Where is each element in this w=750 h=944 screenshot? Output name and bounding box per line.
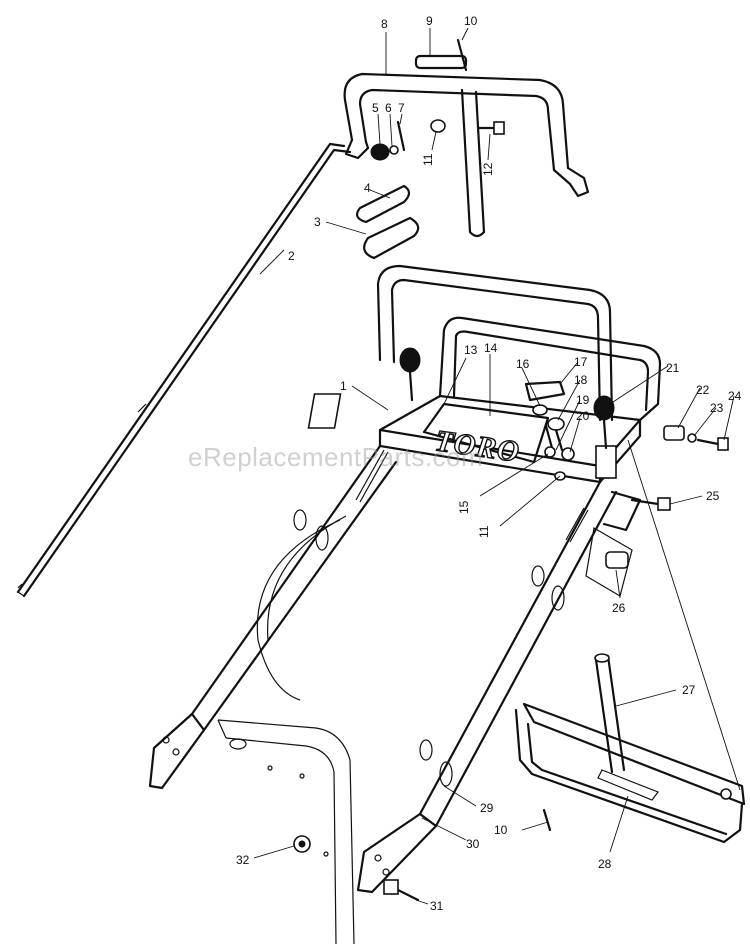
callout-13: 13 <box>464 343 478 357</box>
mower-deck <box>217 719 355 944</box>
bail-bar <box>514 653 746 844</box>
callout-29: 29 <box>480 801 494 815</box>
callout-4: 4 <box>364 181 371 195</box>
control-rod <box>16 142 352 598</box>
callout-25: 25 <box>706 489 720 503</box>
control-panel <box>307 264 662 484</box>
callout-5: 5 <box>372 101 379 115</box>
callout-3: 3 <box>314 215 321 229</box>
callout-11-lower: 11 <box>477 525 491 538</box>
watermark: eReplacementParts.com <box>188 442 484 472</box>
callout-17: 17 <box>574 355 588 369</box>
callout-22: 22 <box>696 383 710 397</box>
callout-8: 8 <box>381 17 388 31</box>
callout-26: 26 <box>612 601 626 615</box>
cotter-pin-bottom <box>542 808 552 832</box>
callout-30: 30 <box>466 837 480 851</box>
spacer-26 <box>605 551 629 569</box>
callout-19: 19 <box>576 393 590 407</box>
panel-linkage <box>524 380 575 481</box>
leader-lines <box>253 27 735 905</box>
callout-12: 12 <box>481 162 495 176</box>
lower-handle <box>148 444 642 894</box>
callout-11-top: 11 <box>421 153 435 166</box>
callout-18: 18 <box>574 373 588 387</box>
callout-21: 21 <box>666 361 680 375</box>
cable-clips <box>356 184 420 260</box>
callout-23: 23 <box>710 401 724 415</box>
side-hardware <box>630 425 729 511</box>
callout-10-bottom: 10 <box>494 823 508 837</box>
callout-24: 24 <box>728 389 742 403</box>
callout-32: 32 <box>236 853 250 867</box>
knob-hardware <box>370 120 406 161</box>
callout-14: 14 <box>484 341 498 355</box>
callout-20: 20 <box>576 409 590 423</box>
callout-6: 6 <box>385 101 392 115</box>
bolt-31 <box>383 879 420 902</box>
callout-27: 27 <box>682 683 696 697</box>
callout-31: 31 <box>430 899 444 913</box>
upper-handle <box>343 72 590 238</box>
handle-pin <box>414 54 468 70</box>
knob-32 <box>293 835 311 853</box>
cotter-pin-top <box>456 38 468 72</box>
callout-15: 15 <box>457 500 471 514</box>
callout-28: 28 <box>598 857 612 871</box>
bolt-12 <box>476 121 505 135</box>
nut-top <box>430 119 446 133</box>
callout-2: 2 <box>288 249 295 263</box>
callout-9: 9 <box>426 14 433 28</box>
callout-1: 1 <box>340 379 347 393</box>
callouts: 1 2 3 4 5 6 7 8 9 10 11 11 12 13 14 15 1… <box>236 14 742 913</box>
callout-16: 16 <box>516 357 530 371</box>
callout-10-top: 10 <box>464 14 478 28</box>
callout-7: 7 <box>398 101 405 115</box>
assembly-line <box>627 439 741 791</box>
